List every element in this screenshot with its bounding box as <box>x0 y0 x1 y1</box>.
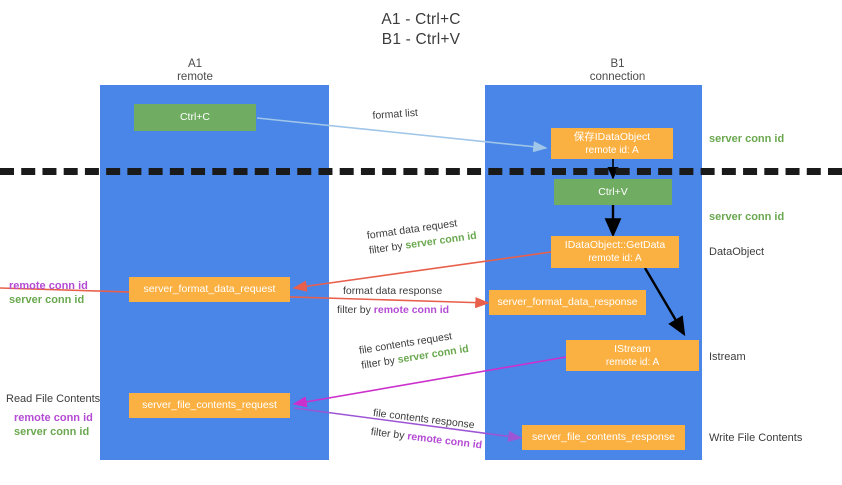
column-b1-name: B1 <box>610 58 625 70</box>
node-ctrl-c-label: Ctrl+C <box>179 111 211 123</box>
column-header-a1: A1 remote <box>130 58 260 84</box>
annotation-remote-conn-id-lower: remote conn id <box>14 412 93 424</box>
annotation-server-conn-id-lower: server conn id <box>14 426 90 438</box>
filter-by-value: remote conn id <box>373 304 450 316</box>
annotation-read-file-contents: Read File Contents <box>6 393 101 405</box>
node-save-idataobject-label: 保存IDataObject <box>573 130 651 143</box>
title-line-2: B1 - Ctrl+V <box>381 31 461 48</box>
column-a1-name: A1 <box>187 58 203 70</box>
node-server-file-contents-response-label: server_file_contents_response <box>531 431 675 443</box>
column-b1-role: connection <box>589 71 646 83</box>
edge-label-file-contents-response: file contents response filter by remote … <box>370 406 485 453</box>
node-istream-sub: remote id: A <box>605 356 660 368</box>
annotation-remote-conn-id-upper: remote conn id <box>9 280 88 292</box>
node-server-file-contents-response[interactable]: server_file_contents_response <box>522 425 685 450</box>
node-ctrl-c[interactable]: Ctrl+C <box>134 104 256 131</box>
node-server-file-contents-request[interactable]: server_file_contents_request <box>129 393 290 418</box>
edge-label-format-list: format list <box>372 106 418 124</box>
annotation-server-conn-id-upper: server conn id <box>9 294 85 306</box>
annotation-istream: Istream <box>709 351 746 363</box>
column-a1-role: remote <box>177 71 213 83</box>
node-server-format-data-request[interactable]: server_format_data_request <box>129 277 290 302</box>
node-idataobject-getdata-label: IDataObject::GetData <box>564 239 666 251</box>
node-idataobject-getdata[interactable]: IDataObject::GetData remote id: A <box>551 236 679 268</box>
node-save-idataobject-sub: remote id: A <box>585 144 639 156</box>
column-header-b1: B1 connection <box>535 58 700 84</box>
filter-by-prefix: filter by <box>370 425 409 443</box>
filter-by-value: remote conn id <box>406 430 483 452</box>
annotation-dataobject: DataObject <box>709 246 765 258</box>
edge-label-format-data-response-line1: format data response <box>343 285 443 297</box>
annotation-write-file-contents: Write File Contents <box>709 432 803 444</box>
edge-label-format-data-response-line2: filter by remote conn id <box>337 303 449 318</box>
node-server-format-data-response[interactable]: server_format_data_response <box>489 290 646 315</box>
node-ctrl-v-label: Ctrl+V <box>598 185 628 198</box>
node-idataobject-getdata-sub: remote id: A <box>588 253 642 264</box>
node-istream[interactable]: IStream remote id: A <box>566 340 699 371</box>
annotation-server-conn-id-top: server conn id <box>709 133 785 145</box>
edge-label-file-contents-request: file contents request filter by server c… <box>358 327 470 374</box>
phase-separator <box>0 168 842 175</box>
node-server-format-data-request-label: server_format_data_request <box>143 283 276 295</box>
node-ctrl-v[interactable]: Ctrl+V <box>554 179 672 205</box>
node-server-file-contents-request-label: server_file_contents_request <box>142 399 277 411</box>
edge-label-format-list-line1: format list <box>372 106 419 122</box>
page-title: A1 - Ctrl+C B1 - Ctrl+V <box>0 10 842 50</box>
edge-label-format-data-response: format data response filter by remote co… <box>337 284 449 318</box>
node-save-idataobject[interactable]: 保存IDataObject remote id: A <box>551 128 673 159</box>
title-line-1: A1 - Ctrl+C <box>381 11 461 28</box>
filter-by-prefix: filter by <box>337 304 374 316</box>
annotation-server-conn-id-second: server conn id <box>709 211 785 223</box>
node-server-format-data-response-label: server_format_data_response <box>497 296 638 308</box>
filter-by-prefix: filter by <box>368 239 407 257</box>
node-istream-label: IStream <box>614 342 651 355</box>
edge-label-format-data-request: format data request filter by server con… <box>366 214 478 259</box>
